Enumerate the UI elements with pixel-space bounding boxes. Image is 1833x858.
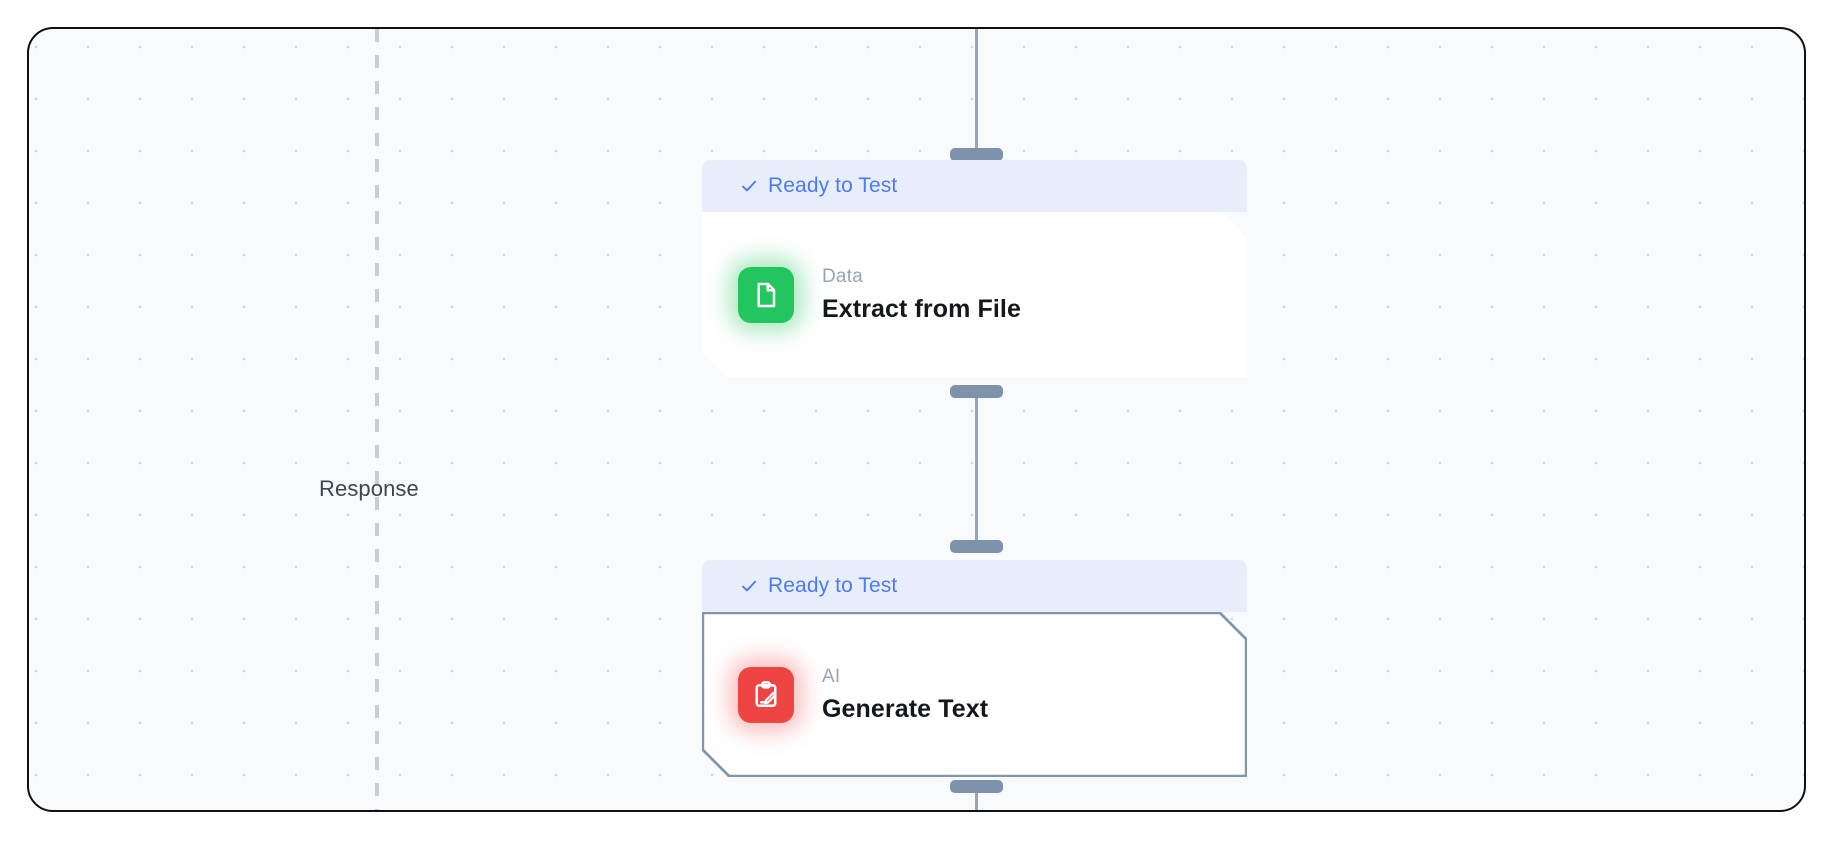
node-status-bar[interactable]: Ready to Test: [702, 160, 1247, 212]
node-category: AI: [822, 665, 841, 687]
node-handle-extract-top[interactable]: [950, 148, 1003, 161]
node-handle-generate-bottom[interactable]: [950, 780, 1003, 793]
check-icon: [742, 180, 757, 192]
node-extract-from-file[interactable]: Ready to Test Data Extract from File: [702, 160, 1247, 377]
node-body[interactable]: Data Extract from File: [702, 212, 1247, 377]
clipboard-pencil-icon: [738, 667, 794, 723]
document-icon: [738, 267, 794, 323]
node-title: Generate Text: [822, 694, 989, 723]
node-meta: Data Extract from File: [822, 266, 1021, 324]
edge-into-extract: [975, 29, 978, 157]
node-status-bar[interactable]: Ready to Test: [702, 560, 1247, 612]
node-meta: AI Generate Text: [822, 666, 988, 724]
node-handle-generate-top[interactable]: [950, 540, 1003, 553]
node-status-label: Ready to Test: [768, 174, 898, 197]
node-category: Data: [822, 265, 863, 287]
edge-out-of-generate: [975, 789, 978, 810]
clipboard-pencil-icon-glyph: [751, 680, 781, 710]
workflow-canvas[interactable]: Response Ready to Test: [27, 27, 1806, 812]
node-title: Extract from File: [822, 294, 1021, 323]
document-icon-glyph: [751, 280, 781, 310]
lane-divider: [375, 29, 379, 810]
edge-extract-to-generate: [975, 389, 978, 549]
check-icon: [742, 580, 757, 592]
node-body[interactable]: AI Generate Text: [702, 612, 1247, 777]
node-status-label: Ready to Test: [768, 574, 898, 597]
node-handle-extract-bottom[interactable]: [950, 385, 1003, 398]
lane-label-response: Response: [319, 476, 419, 501]
node-generate-text[interactable]: Ready to Test AI Generate Text: [702, 560, 1247, 777]
